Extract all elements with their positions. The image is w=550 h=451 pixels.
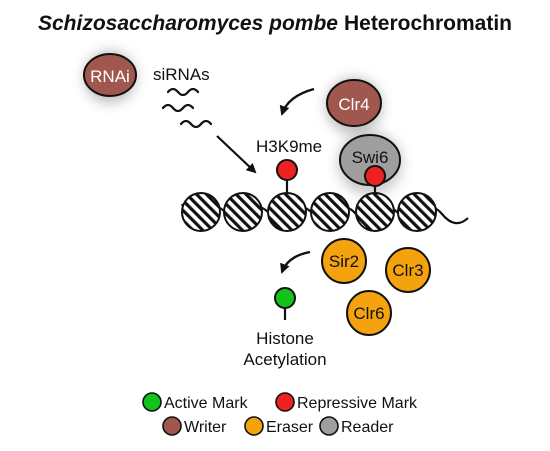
sirna-squiggle-3	[179, 119, 213, 129]
sir2-circle	[321, 238, 367, 284]
clr4-label: Clr4	[338, 95, 369, 114]
clr6-node: Clr6	[346, 290, 392, 336]
legend-active-swatch	[142, 392, 162, 412]
h3k9me-label: H3K9me	[256, 137, 322, 156]
diagram-title: Schizosaccharomyces pombe Heterochromatin	[38, 12, 512, 35]
clr6-label: Clr6	[353, 304, 384, 323]
clr6-circle	[346, 290, 392, 336]
sir2-node: Sir2	[321, 238, 367, 284]
nucleosome-5	[355, 192, 395, 232]
legend-eraser-label: Eraser	[266, 419, 314, 436]
acetylation-label: Acetylation	[243, 350, 326, 369]
legend-repressive-label: Repressive Mark	[297, 395, 418, 412]
rnai-arrow	[216, 135, 257, 174]
title-species: Schizosaccharomyces pombe	[38, 12, 338, 35]
rnai-node: RNAi	[83, 51, 137, 103]
clr4-arrow	[279, 87, 315, 116]
legend-reader-swatch	[319, 416, 339, 436]
nucleosome-1	[181, 192, 221, 232]
clr3-circle	[385, 247, 431, 293]
legend: Active Mark Repressive Mark Writer Erase…	[142, 392, 418, 436]
repressive-mark-h3k9me	[276, 159, 298, 194]
eraser-arrow	[280, 250, 311, 274]
active-mark	[274, 287, 296, 320]
legend-reader-label: Reader	[341, 419, 394, 436]
clr4-node: Clr4	[326, 78, 382, 134]
clr4-ellipse	[326, 79, 382, 127]
sirna-squiggle-1	[166, 87, 200, 97]
histone-label: Histone	[256, 329, 314, 348]
nucleosome-4	[310, 192, 350, 232]
chromatin-fiber	[181, 192, 469, 232]
swi6-label: Swi6	[352, 148, 389, 167]
repressive-mark-dot-1	[276, 159, 298, 181]
clr3-node: Clr3	[385, 247, 431, 293]
sirna-squiggle-2	[161, 103, 195, 113]
sirnas-label: siRNAs	[153, 65, 210, 84]
nucleosome-2	[223, 192, 263, 232]
active-mark-dot	[274, 287, 296, 309]
legend-eraser-swatch	[244, 416, 264, 436]
sir2-label: Sir2	[329, 252, 359, 271]
legend-writer-swatch	[162, 416, 182, 436]
rnai-ellipse	[83, 53, 137, 97]
repressive-mark-dot-2	[364, 165, 386, 187]
sirna-squiggles	[161, 87, 213, 129]
nucleosome-6	[397, 192, 437, 232]
legend-active-label: Active Mark	[164, 395, 249, 412]
title-topic: Heterochromatin	[344, 12, 512, 35]
clr3-label: Clr3	[392, 261, 423, 280]
legend-writer-label: Writer	[184, 419, 227, 436]
repressive-mark-swi6	[364, 165, 386, 194]
rnai-label: RNAi	[90, 67, 130, 86]
nucleosome-3	[267, 192, 307, 232]
legend-repressive-swatch	[275, 392, 295, 412]
